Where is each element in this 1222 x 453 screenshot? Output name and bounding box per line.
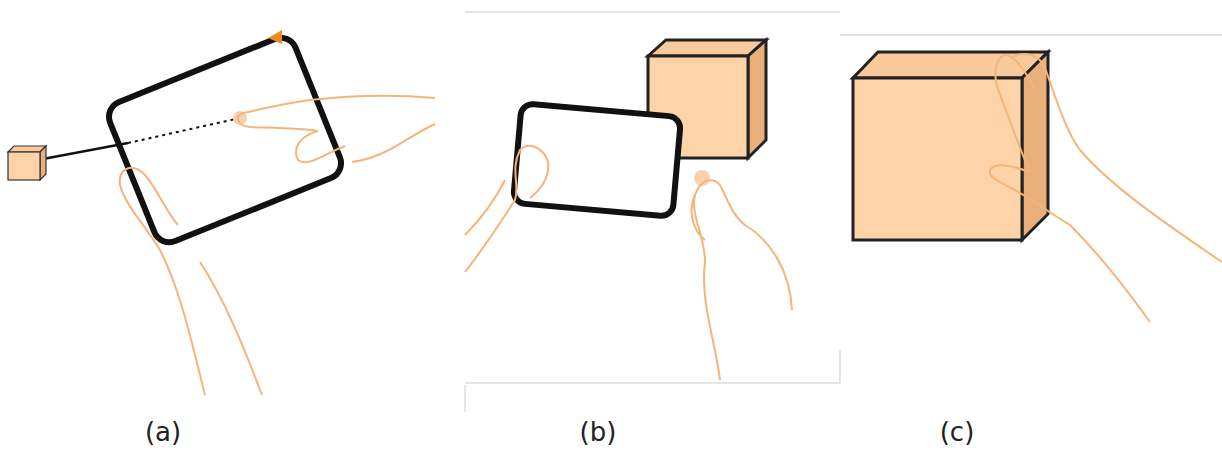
panel-a [8,30,435,395]
right-hand [990,54,1222,322]
right-hand [238,96,435,162]
frame-line [465,11,840,13]
panel-label: (c) [940,417,975,447]
small-cube [8,146,46,180]
corner-marker [268,30,282,44]
frame-line [465,350,840,383]
left-hand [120,168,205,395]
frame-line [464,385,466,412]
frame-line [840,34,1222,36]
panel-label: (a) [145,417,181,447]
right-hand [692,180,792,380]
tablet [104,33,346,247]
left-hand-edge [200,262,262,395]
panel-b [465,12,840,412]
panel-label: (b) [580,417,617,447]
ray-dotted [128,118,240,143]
left-hand [465,146,548,272]
panel-c [840,35,1222,322]
tablet [513,103,681,217]
